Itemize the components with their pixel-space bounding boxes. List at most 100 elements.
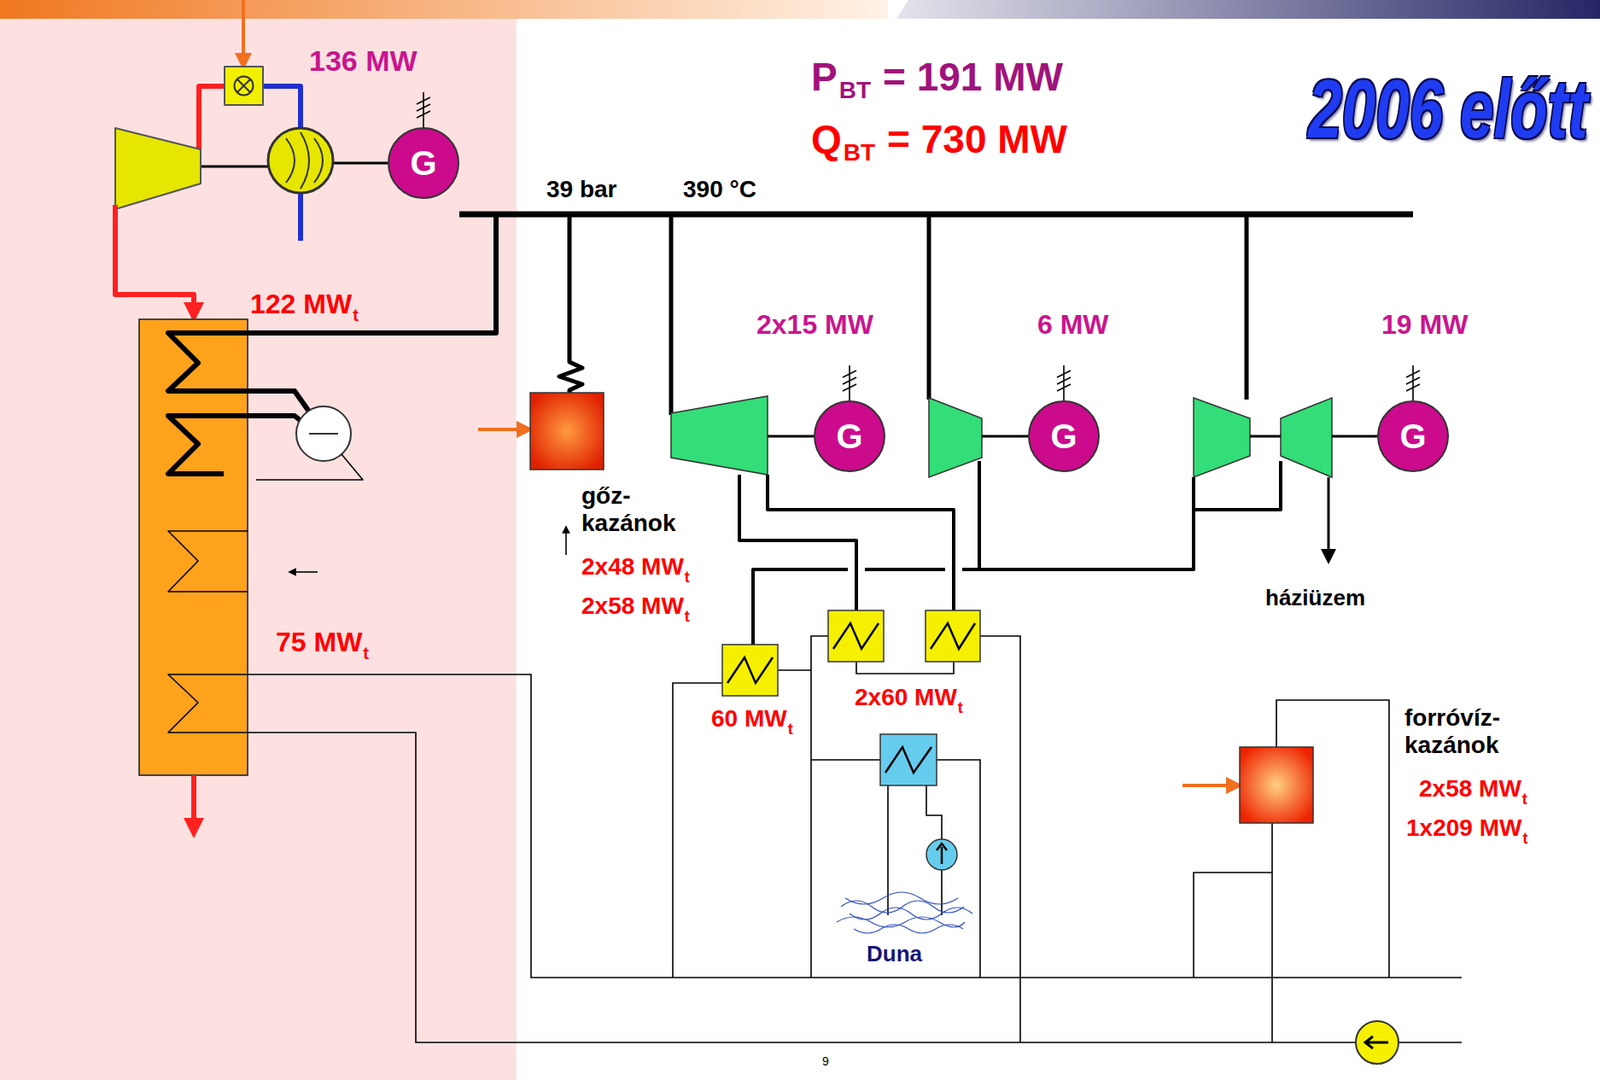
subscript-label: t bbox=[788, 720, 794, 739]
value-label: 60 MW bbox=[711, 705, 788, 733]
steam-boilers-part bbox=[530, 392, 604, 470]
steam-turbines-part bbox=[928, 397, 982, 478]
steam-boilers-part bbox=[478, 427, 526, 432]
grid-connection-symbols-part bbox=[416, 92, 431, 128]
steam-turbines-part bbox=[1193, 397, 1250, 478]
value-label: 6 MW bbox=[1037, 309, 1110, 341]
district-heating-pipes-part bbox=[811, 636, 829, 978]
grid-connection-symbols-part bbox=[1406, 365, 1420, 401]
district-heating-pipes-part bbox=[856, 661, 954, 674]
gas-turbine-part bbox=[234, 76, 254, 96]
header-bar bbox=[0, 0, 1600, 19]
river-waves-part bbox=[853, 924, 964, 934]
heat-recovery-boiler-part bbox=[191, 775, 197, 829]
heat-exchangers-part bbox=[828, 610, 884, 662]
heat-exchangers-part bbox=[880, 734, 937, 786]
gas-turbine-part bbox=[115, 128, 201, 210]
heat-exchangers-part bbox=[722, 644, 778, 696]
steam-turbines-part bbox=[1280, 397, 1332, 478]
value-label: 9 bbox=[822, 1054, 830, 1069]
circulation-pump-part bbox=[1355, 1021, 1399, 1064]
value-label: 2x15 MW bbox=[756, 309, 874, 341]
steam-bus-part bbox=[671, 214, 1247, 415]
subscript-label: t bbox=[684, 568, 690, 587]
value-label: P bbox=[811, 54, 838, 100]
value-label: 75 MW bbox=[275, 626, 363, 659]
gas-turbine-part bbox=[237, 79, 251, 93]
district-heating-pipes-part bbox=[980, 636, 1021, 1043]
value-label: 2x58 MW bbox=[581, 592, 684, 620]
district-heating-pipes-part bbox=[247, 732, 1462, 1043]
gas-turbine-part bbox=[286, 132, 323, 189]
generator-letter: G bbox=[409, 145, 437, 181]
circulation-pump bbox=[1355, 1021, 1399, 1064]
value-label: 2x48 MW bbox=[581, 553, 684, 581]
hot-water-boilers bbox=[1182, 747, 1314, 824]
steam-turbines-part bbox=[671, 396, 768, 475]
steam-bus bbox=[459, 214, 1414, 645]
generator-circle: G bbox=[387, 127, 460, 199]
value-label: = 191 MW bbox=[882, 54, 1063, 100]
heat-recovery-boiler-part bbox=[168, 214, 497, 412]
district-heating-pipes-part bbox=[247, 674, 1462, 978]
hot-water-boilers-part bbox=[1182, 783, 1235, 788]
header-bar-part bbox=[0, 0, 888, 19]
value-label: Q bbox=[811, 116, 842, 163]
steam-bus-part bbox=[559, 214, 583, 393]
heat-recovery-boiler-part bbox=[168, 415, 304, 474]
subscript-label: t bbox=[1522, 790, 1528, 809]
river-waves-part bbox=[849, 907, 973, 920]
heat-exchangers bbox=[722, 610, 981, 871]
generator-letter: G bbox=[835, 419, 863, 454]
heat-exchangers-part bbox=[936, 843, 947, 865]
heat-recovery-boiler-part bbox=[168, 531, 248, 592]
steam-boilers-part bbox=[565, 529, 567, 555]
value-label: 2x58 MW bbox=[1418, 775, 1522, 803]
header-bar-part bbox=[896, 0, 1600, 19]
subscript-label: t bbox=[684, 607, 690, 626]
gas-turbine-part bbox=[241, 0, 246, 62]
value-label: háziüzem bbox=[1265, 585, 1366, 612]
grid-connection-symbols-part bbox=[842, 365, 857, 401]
heat-recovery-boiler-part bbox=[168, 674, 248, 733]
heat-exchangers-part bbox=[925, 610, 981, 662]
value-label: 390 °C bbox=[683, 175, 757, 204]
heat-recovery-boiler-part bbox=[139, 319, 248, 776]
generator-letter: G bbox=[1399, 419, 1426, 454]
steam-bus-part bbox=[1327, 477, 1331, 557]
generator-circle: G bbox=[813, 400, 886, 473]
heat-exchangers-part bbox=[885, 747, 932, 773]
river-waves bbox=[836, 892, 973, 934]
grid-connection-symbols bbox=[416, 92, 1420, 401]
heat-exchangers-part bbox=[930, 623, 976, 649]
value-label: 19 MW bbox=[1381, 309, 1468, 341]
generator-circle: G bbox=[1377, 400, 1449, 473]
district-heating-pipes-part bbox=[672, 670, 812, 978]
subscript-label: BT bbox=[839, 76, 871, 105]
value-label: 1x209 MW bbox=[1406, 814, 1522, 842]
value-label: = 730 MW bbox=[887, 116, 1068, 163]
slide-title: 2006 előtt bbox=[1308, 66, 1589, 153]
subscript-label: t bbox=[1522, 829, 1528, 848]
gas-turbine-part bbox=[198, 86, 225, 152]
heat-recovery-boiler bbox=[139, 214, 497, 829]
value-label: 136 MW bbox=[309, 44, 418, 78]
district-heating-pipes-part bbox=[811, 759, 981, 978]
gas-turbine-part bbox=[224, 66, 263, 106]
steam-turbines-part bbox=[387, 163, 1378, 437]
circulation-pump-part bbox=[1365, 1036, 1389, 1049]
grid-connection-symbols-part bbox=[1056, 365, 1071, 401]
value-label: 122 MW bbox=[250, 288, 352, 321]
district-heating-pipes-part bbox=[1193, 700, 1390, 1043]
value-label: forróvíz- kazánok bbox=[1404, 704, 1533, 760]
value-label: Duna bbox=[866, 941, 923, 968]
value-label: 2x60 MW bbox=[854, 683, 958, 712]
subscript-label: t bbox=[957, 699, 964, 718]
subscript-label: t bbox=[362, 643, 369, 664]
heat-recovery-boiler-part bbox=[291, 571, 318, 573]
heat-exchangers-part bbox=[833, 623, 879, 649]
heat-recovery-boiler-part bbox=[256, 454, 363, 480]
